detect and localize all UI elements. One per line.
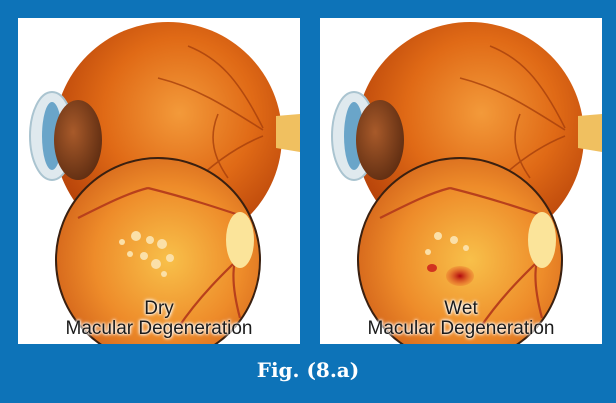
hemorrhage-shape — [446, 266, 474, 286]
optic-disc-shape — [226, 212, 254, 268]
dry-caption-subtitle: Macular Degeneration — [18, 319, 300, 339]
optic-nerve-shape — [578, 114, 602, 152]
lens-shape — [54, 100, 102, 180]
dry-eye-illustration — [18, 18, 300, 344]
hemorrhage-spot-shape — [427, 264, 437, 272]
figure-label: Fig. (8.a) — [0, 352, 616, 388]
dry-caption-title: Dry — [18, 299, 300, 319]
lens-shape — [356, 100, 404, 180]
wet-caption-subtitle: Macular Degeneration — [320, 319, 602, 339]
optic-nerve-shape — [276, 114, 300, 152]
wet-panel: Wet Macular Degeneration — [320, 18, 602, 344]
wet-caption-title: Wet — [320, 299, 602, 319]
wet-eye-illustration — [320, 18, 602, 344]
optic-disc-shape — [528, 212, 556, 268]
dry-panel: Dry Macular Degeneration — [18, 18, 300, 344]
